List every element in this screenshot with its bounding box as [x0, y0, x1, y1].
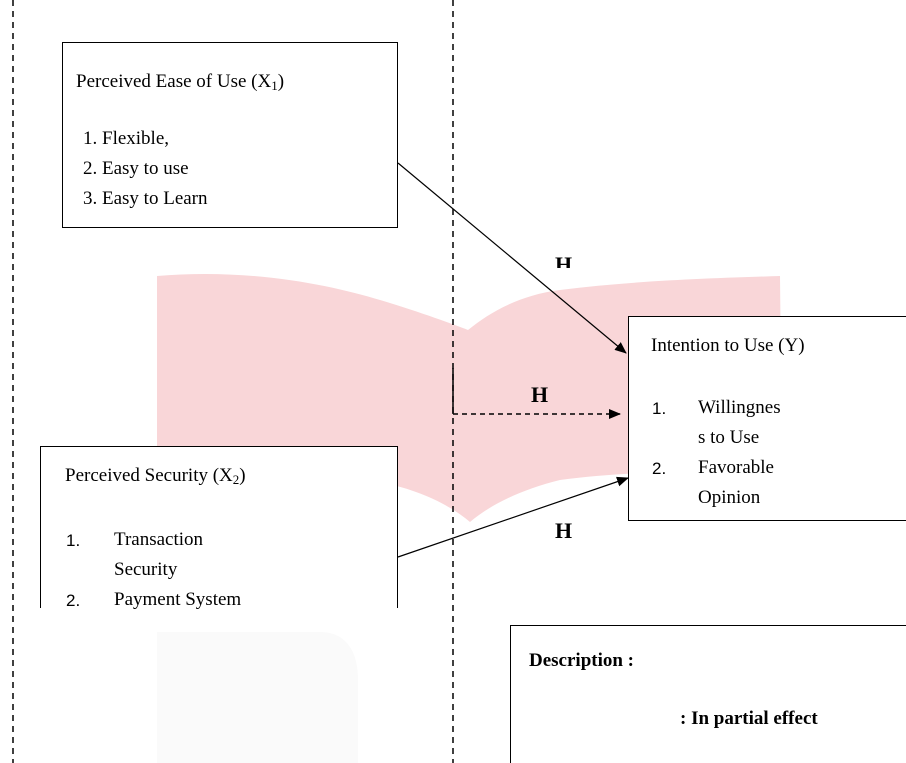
- intention-to-use-box: Intention to Use (Y) 1. Willingnes s to …: [628, 316, 906, 521]
- y-item-2-number: 2.: [652, 459, 667, 478]
- watermark-block: [157, 632, 358, 763]
- x2-item-1-line-1: Transaction: [114, 529, 204, 550]
- x2-item-2-number: 2.: [66, 591, 81, 610]
- x2-item-1-line-2: Security: [114, 559, 178, 580]
- x1-title: Perceived Ease of Use (X1): [76, 71, 285, 93]
- y-item-1-line-2: s to Use: [698, 427, 760, 448]
- legend-partial-label: : In partial effect: [680, 708, 818, 729]
- y-item-2-line-2: Opinion: [698, 487, 761, 508]
- y-item-1-line-1: Willingnes: [698, 397, 781, 418]
- y-title: Intention to Use (Y): [651, 335, 805, 356]
- x1-item-1: 1. Flexible,: [83, 128, 170, 149]
- arrow-x1-to-y: [397, 162, 627, 354]
- legend-title: Description :: [529, 650, 635, 671]
- y-item-1-number: 1.: [652, 399, 667, 418]
- y-item-2-line-1: Favorable: [698, 457, 774, 478]
- x1-item-3: 3. Easy to Learn: [83, 188, 208, 209]
- perceived-security-box: Perceived Security (X2) 1. Transaction S…: [40, 446, 398, 610]
- perceived-ease-of-use-box: Perceived Ease of Use (X1) 1. Flexible, …: [62, 42, 398, 228]
- legend-box: Description : : In partial effect: [510, 625, 906, 763]
- x2-item-1-number: 1.: [66, 531, 81, 550]
- hypothesis-h3-label: H: [531, 382, 549, 407]
- arrow-x2-to-y: [397, 476, 629, 558]
- x2-title: Perceived Security (X2): [65, 465, 246, 487]
- x2-item-2-line-1: Payment System: [114, 589, 242, 610]
- x1-item-2: 2. Easy to use: [83, 158, 189, 179]
- hypothesis-h1-label: H: [555, 254, 573, 268]
- hypothesis-h2-label: H: [555, 518, 573, 543]
